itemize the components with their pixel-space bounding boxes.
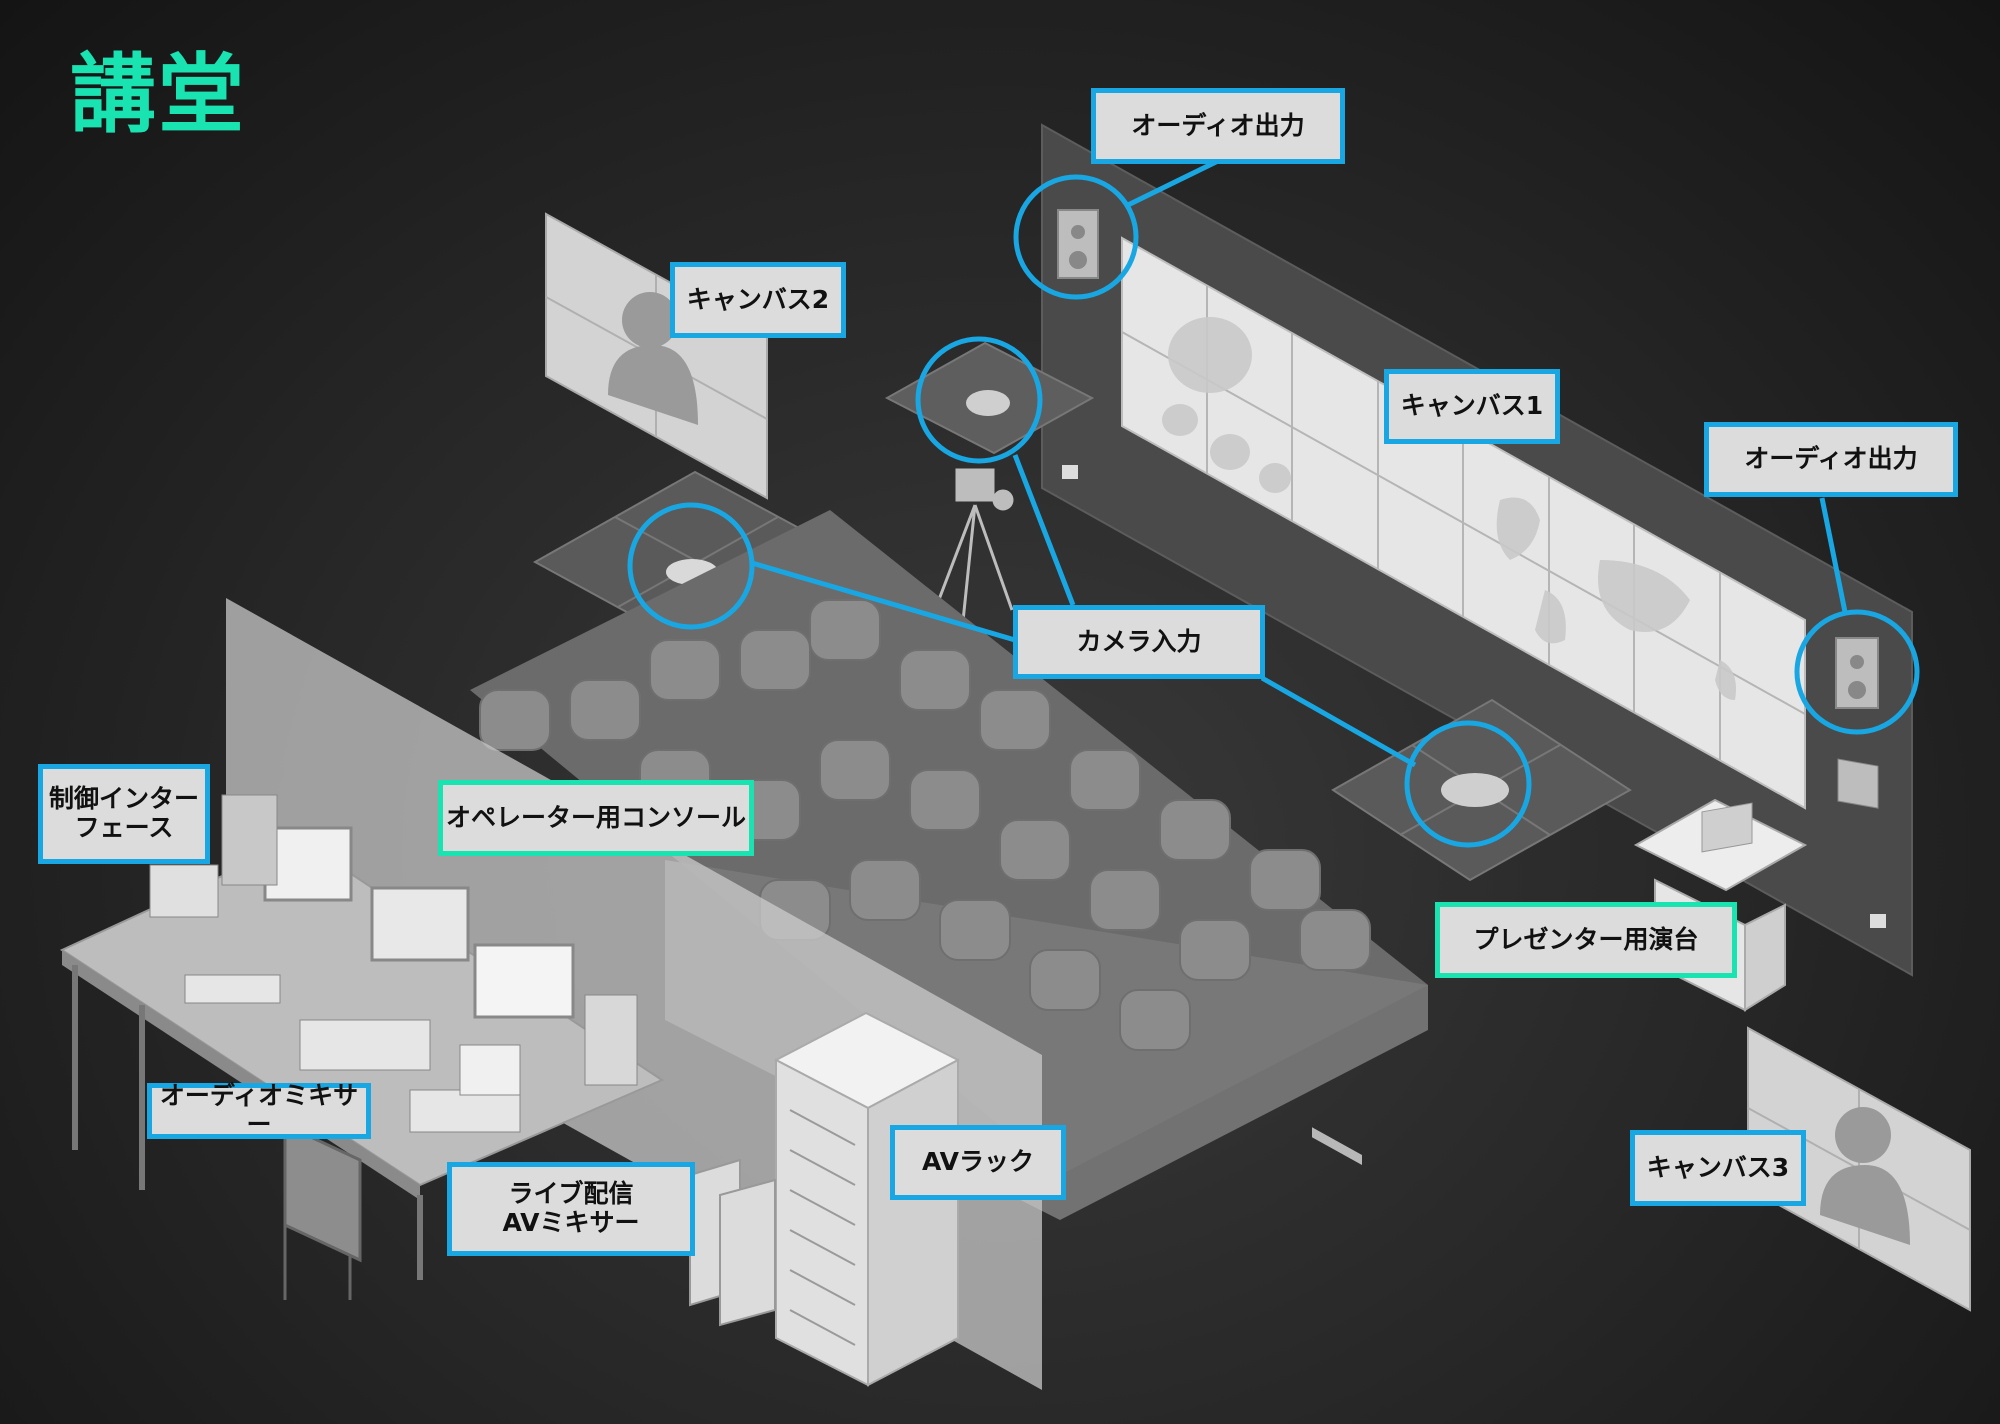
callout-circle-microphone: [627, 502, 755, 630]
canvas2-screen: [545, 212, 768, 500]
callout-circles: [627, 174, 1920, 848]
label-canvas1: キャンバス1: [1384, 369, 1560, 444]
speaker-left: [1057, 209, 1099, 279]
label-audio-output-top: オーディオ出力: [1091, 88, 1345, 164]
seating-area: [470, 510, 1428, 1220]
label-av-rack: AVラック: [890, 1125, 1066, 1200]
callout-circle-speaker-right: [1794, 609, 1920, 735]
small-pcs: [689, 1158, 776, 1327]
callout-circle-speaker-left: [1013, 174, 1139, 300]
callout-lines: [751, 157, 1848, 768]
label-operator-console: オペレーター用コンソール: [438, 780, 754, 856]
label-canvas2: キャンバス2: [670, 262, 846, 338]
label-camera-input: カメラ入力: [1013, 605, 1265, 679]
ceiling-tile-camera-top: [884, 341, 1095, 455]
label-live-stream-mixer: ライブ配信 AVミキサー: [447, 1162, 695, 1256]
label-audio-output-right: オーディオ出力: [1704, 422, 1958, 497]
desk-chairs: [283, 1122, 362, 1300]
speaker-right: [1835, 637, 1879, 709]
wall-plate: [1062, 465, 1078, 479]
video-wall-canvas1: [1121, 236, 1806, 1165]
label-presenter-podium: プレゼンター用演台: [1435, 902, 1737, 978]
wall-plate: [1870, 914, 1886, 928]
callout-circle-camera-top: [915, 336, 1043, 464]
page-title: 講堂: [70, 45, 246, 145]
wall-keypad: [1837, 758, 1879, 809]
label-audio-mixer: オーディオミキサー: [147, 1081, 371, 1139]
label-control-interface: 制御インター フェース: [38, 764, 210, 864]
callout-circle-camera-right: [1404, 720, 1532, 848]
label-canvas3: キャンバス3: [1630, 1130, 1806, 1206]
